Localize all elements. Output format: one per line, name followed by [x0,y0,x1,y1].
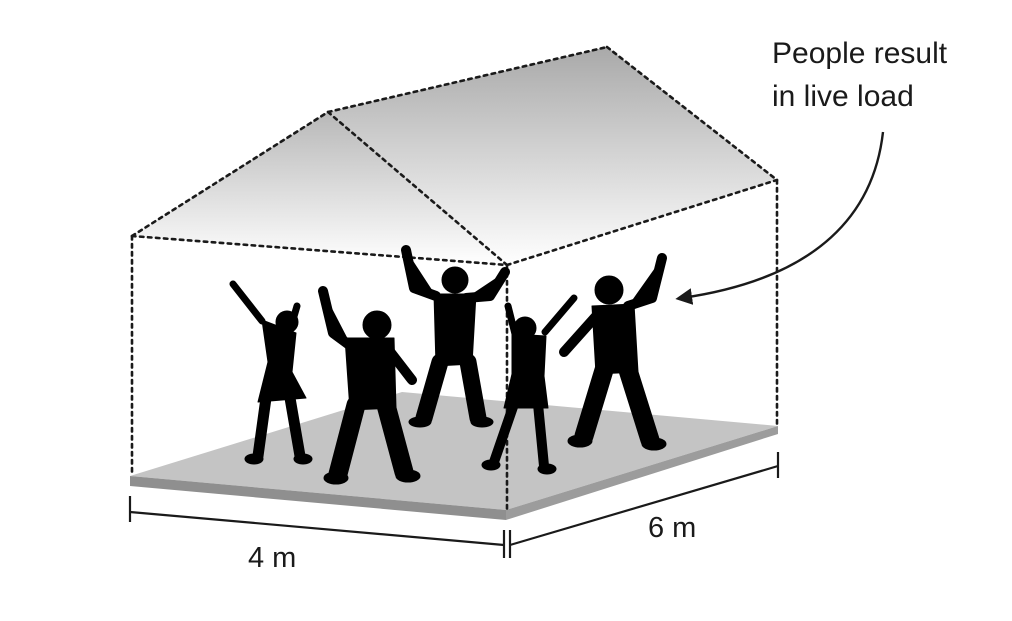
width-dimension: 4 m [128,496,512,574]
person-silhouette-1 [229,280,313,465]
callout-line-1: People result [772,37,948,70]
depth-dimension-label: 6 m [648,512,696,544]
building-outline [130,45,779,512]
person-silhouette-3 [401,245,510,428]
roof [132,47,777,265]
width-dimension-label: 4 m [248,542,296,574]
people-group [229,245,667,485]
person-silhouette-5 [559,253,667,451]
callout-line-2: in live load [772,80,914,113]
floor-slab [130,392,778,520]
callout-label: People result in live load [772,37,955,113]
callout-arrow [675,131,885,305]
floor-front-edge [130,476,506,520]
person-silhouette-4 [481,294,578,475]
floor-top [130,392,778,510]
roof-right-face [328,47,777,265]
person-silhouette-2 [318,286,421,485]
depth-dimension: 6 m [509,452,780,547]
roof-left-face [132,112,507,265]
floor-side-edge [506,426,778,520]
